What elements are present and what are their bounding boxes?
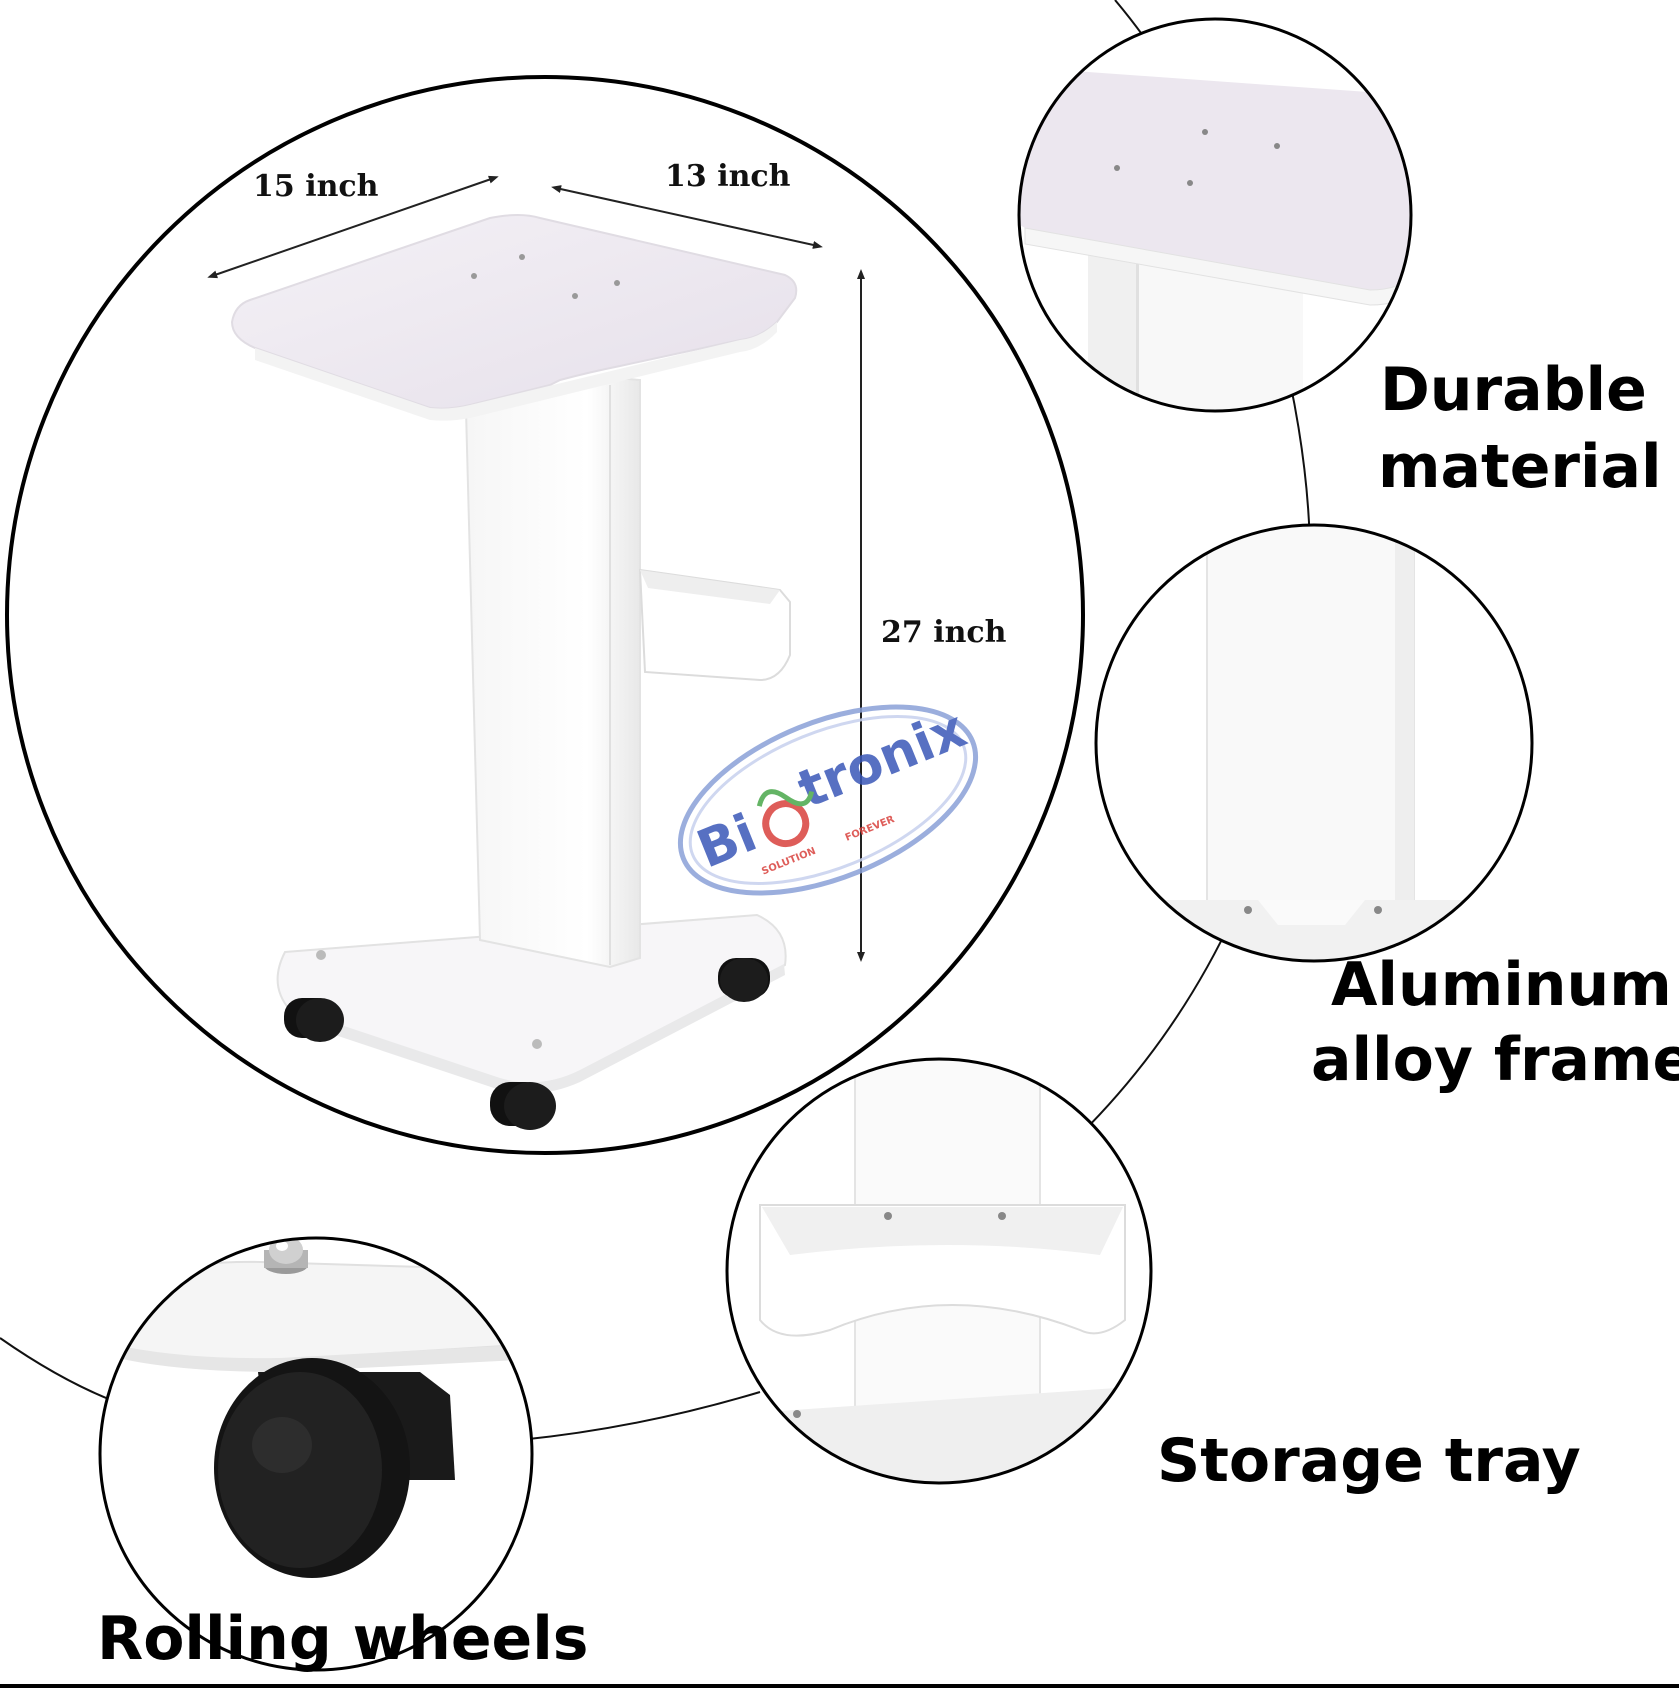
detail-circle-aluminum (1094, 523, 1534, 963)
feature-aluminum-title-1: Aluminum (1331, 950, 1672, 1020)
wheel-icon (284, 998, 344, 1042)
height-label: 27 inch (881, 615, 1007, 650)
detail-circle-storage-tray (725, 1057, 1153, 1485)
feature-storage-title: Storage tray (1157, 1426, 1581, 1496)
detail-circle-durable (1017, 17, 1413, 413)
detail-circle-wheels (98, 1236, 534, 1672)
wheel-icon (490, 1082, 556, 1130)
main-product-circle: 15 inch 13 inch 27 inch Bi tronix SOLUTI… (5, 75, 1085, 1155)
wheel-icon (718, 958, 770, 1002)
feature-wheels-title: Rolling wheels (97, 1604, 589, 1674)
depth-label: 13 inch (665, 159, 791, 194)
hex-nut-icon (264, 1238, 308, 1274)
width-arrow (207, 175, 499, 279)
feature-durable-title-2: material (1378, 432, 1662, 502)
connector-arc-bottom (519, 1391, 761, 1441)
width-label: 15 inch (253, 169, 379, 204)
feature-aluminum-title-2: alloy frame (1311, 1025, 1679, 1095)
caster-wheel-icon (214, 1358, 410, 1578)
depth-arrow (551, 185, 823, 249)
feature-durable-title-1: Durable (1380, 355, 1647, 425)
cart-column (464, 376, 641, 969)
